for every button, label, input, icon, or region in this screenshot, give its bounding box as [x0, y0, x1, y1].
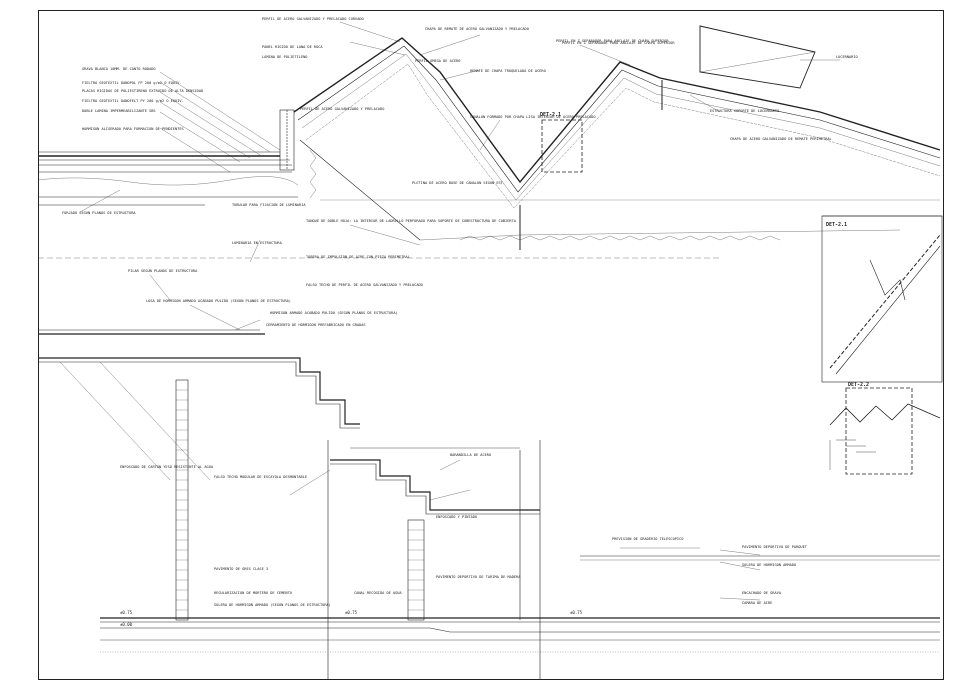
annotation-leaders	[79, 21, 840, 601]
notes-mid-label-6: PLETINA DE ACERO BASE DE CANALON SEGUN E…	[412, 181, 505, 185]
sheet-border	[38, 10, 944, 680]
notes-mid-label-3: TANQUE DE DOBLE HOJA: LA INTERIOR DE LAD…	[306, 219, 517, 223]
notes-mid-label-2: LUMINARIA EN ESTRUCTURA	[232, 241, 283, 245]
notes-lower-label-9: PAVIMENTO DE GRES CLASE 3	[214, 567, 268, 571]
notes-lower-label-17: CAMARA DE AIRE	[742, 601, 772, 605]
notes-top-group: PERFIL DE ACERO GALVANIZADO Y PRELACADO …	[262, 17, 669, 119]
notes-lower-label-1: LOSA DE HORMIGON ARMADO ACABADO PULIDO (…	[146, 299, 291, 303]
notes-mid-label-0: PERFIL DE ACERO GALVANIZADO Y PRELACADO	[300, 107, 384, 111]
notes-left-label-2: PLACAS RIGIDAS DE POLIESTIRENO EXTRUIDO …	[82, 89, 203, 93]
notes-left-label-4: DOBLE LAMINA IMPERMEABILIZANTE SBS	[82, 109, 156, 113]
notes-lower-group: PILAR SEGUN PLANOS DE ESTRUCTURA LOSA DE …	[120, 269, 808, 607]
notes-right-label-2: ESTRUCTURA SOPORTE DE LUCERNARIO	[710, 109, 779, 113]
notes-lower-label-13: PREVISION DE GRADERIO TELESCOPICO	[612, 537, 683, 541]
notes-lower-label-3: CERRAMIENTO DE HORMIGON PREFABRICADO EN …	[266, 323, 366, 327]
detail-view-tag-2-1: DET-2.1	[826, 222, 847, 228]
notes-top-label-0: PERFIL DE ACERO GALVANIZADO Y PRELACADO …	[262, 17, 364, 21]
notes-lower-label-4: BARANDILLA DE ACERO	[450, 453, 491, 457]
notes-mid-label-5: FALSO TECHO DE PERFIL DE ACERO GALVANIZA…	[306, 283, 423, 287]
ground-floor-section	[100, 555, 940, 653]
notes-right-label-0: PERFIL EN Z SEPARADOR PARA ANCLAJE DE CH…	[562, 41, 675, 45]
notes-lower-label-5: ENFOSCADO DE CARTON YESO RESISTENTE AL A…	[120, 465, 214, 469]
notes-left-label-0: GRAVA BLANCA 10MM. DE CANTO RODADO	[82, 67, 156, 71]
notes-left-label-3: FIELTRO GEOTEXTIL DANOFELT PY 200 g/m2 O…	[82, 99, 184, 103]
level-mark-2: ±0.00	[120, 622, 133, 627]
notes-mid-group: PERFIL DE ACERO GALVANIZADO Y PRELACADO T…	[232, 107, 517, 287]
notes-top-label-5: REMATE DE CHAPA TROQUELADA DE ACERO	[470, 69, 546, 73]
notes-mid-label-4: TOBERA DE IMPULSION DE AIRE CON PIEZA PE…	[306, 255, 410, 259]
flat-roof-section	[37, 109, 720, 259]
notes-lower-label-15: SOLERA DE HORMIGON ARMADO	[742, 563, 796, 567]
notes-right-group: PERFIL EN Z SEPARADOR PARA ANCLAJE DE CH…	[562, 41, 858, 141]
notes-top-label-1: CHAPA DE REMATE DE ACERO GALVANIZADO Y P…	[425, 27, 529, 31]
notes-left-label-6: FORJADO SEGUN PLANOS DE ESTRUCTURA	[62, 211, 136, 215]
notes-top-label-3: PANEL RIGIDO DE LANA DE ROCA	[262, 45, 323, 49]
notes-right-label-3: CHAPA DE ACERO GALVANIZADO DE REMATE PER…	[730, 137, 832, 141]
notes-left-group: GRAVA BLANCA 10MM. DE CANTO RODADO FIELTR…	[62, 67, 203, 215]
notes-top-label-4: PERFIL OMEGA DE ACERO	[415, 59, 460, 63]
notes-lower-label-0: PILAR SEGUN PLANOS DE ESTRUCTURA	[128, 269, 198, 273]
detail-view-2-1	[821, 215, 943, 383]
detail-tag-2-1[interactable]: DET-2.1	[540, 112, 561, 118]
notes-top-label-6: CANALON FORMADO POR CHAPA LISA INTERIOR …	[470, 115, 596, 119]
notes-lower-label-16: ENCACHADO DE GRAVA	[742, 591, 782, 595]
notes-left-label-5: HORMIGON ALIGERADO PARA FORMACION DE PEN…	[82, 127, 184, 131]
notes-lower-label-2: HORMIGON ARMADO ACABADO PULIDO (SEGUN PL…	[270, 311, 398, 315]
notes-lower-label-14: PAVIMENTO DEPORTIVO DE PARQUET	[742, 545, 808, 549]
level-mark-4: ±0.75	[570, 610, 583, 615]
detail-view-2-2	[829, 387, 941, 475]
notes-right-label-1: LUCERNARIO	[836, 55, 858, 59]
notes-lower-label-11: SOLERA DE HORMIGON ARMADO (SEGUN PLANOS …	[214, 603, 331, 607]
notes-top-label-7: LAMINA DE POLIETILENO	[262, 55, 307, 59]
level-mark-1: ±0.75	[120, 610, 133, 615]
notes-lower-label-6: FALSO TECHO MODULAR DE ESCAYOLA DESMONTA…	[214, 475, 307, 479]
notes-left-label-1: FIELTRO GEOTEXTIL DANOPOL FP 200 g/m2 O …	[82, 81, 182, 85]
notes-lower-label-8: PAVIMENTO DEPORTIVO DE TARIMA DE MADERA	[436, 575, 521, 579]
stepped-stands-section	[38, 329, 541, 680]
notes-mid-label-1: TUBULAR PARA FIJACION DE LUMINARIA	[232, 203, 306, 207]
notes-lower-label-12: CANAL RECOGIDA DE AGUA	[354, 591, 402, 595]
level-mark-3: ±0.75	[345, 610, 358, 615]
notes-top-label-2: PERFIL EN Z SEPARADOR PARA ANCLAJE DE CH…	[556, 39, 669, 43]
detail-view-tag-2-2: DET-2.2	[848, 382, 869, 388]
notes-lower-label-10: REGULARIZACION DE MORTERO DE CEMENTO	[214, 591, 292, 595]
notes-lower-label-7: ENFOSCADO Y PINTADO	[436, 515, 477, 519]
folded-roof-section	[293, 25, 941, 250]
